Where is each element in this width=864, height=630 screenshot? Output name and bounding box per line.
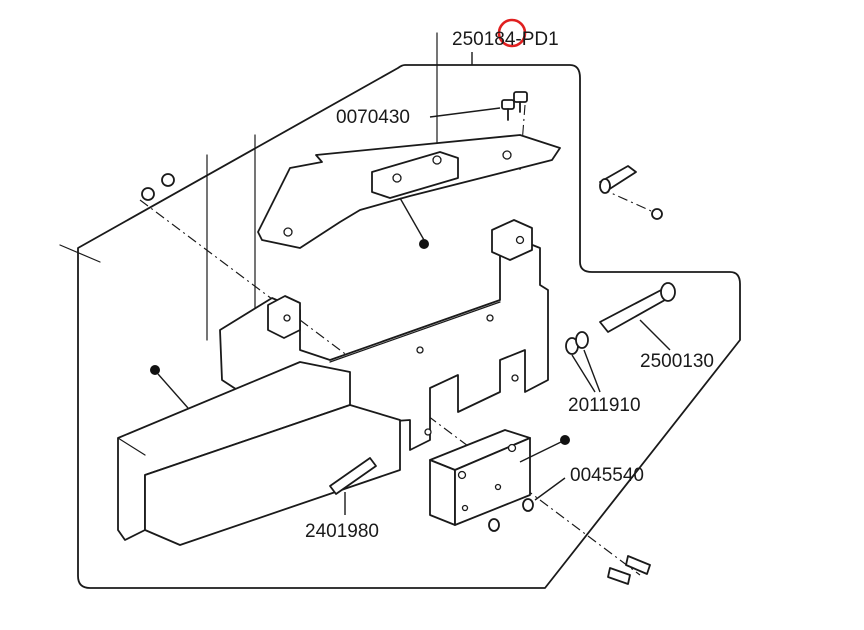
frame-hole-right <box>486 314 494 322</box>
part-label-pin-right: 2500130 <box>640 351 714 372</box>
set-screw <box>488 498 534 532</box>
frame-hole-col <box>511 374 519 382</box>
centre-line-horizontal <box>59 244 101 263</box>
lower-block-right <box>454 437 531 526</box>
bottom-screw-pair <box>607 555 651 585</box>
leader-callout-bracket <box>399 197 425 241</box>
leader-callout-frontbar <box>157 373 189 409</box>
lower-block-hole-1 <box>457 470 467 480</box>
dowel-pin <box>329 457 377 495</box>
frame-detail-line <box>329 301 501 363</box>
frame-column-hole <box>515 235 525 245</box>
lower-block-hole-2 <box>507 443 517 453</box>
frame-hole-lower <box>424 428 432 436</box>
bracket-hole-1 <box>432 155 442 165</box>
frame-column-top <box>491 219 533 261</box>
leader-screw-top <box>429 107 501 118</box>
bracket-hole-4 <box>283 227 293 237</box>
part-label-set-screw: 0045540 <box>570 465 644 486</box>
shoulder-bolt-right <box>599 165 637 194</box>
part-label-screw-top: 0070430 <box>336 107 410 128</box>
part-label-washers: 2011910 <box>568 395 641 416</box>
frame-lug-hole <box>283 314 291 322</box>
small-nut-right <box>651 208 663 220</box>
callout-dot-bracket <box>419 239 429 249</box>
left-screw-pair <box>141 173 175 201</box>
leader-set-screw <box>534 477 566 501</box>
lower-block-hole-4 <box>461 504 469 512</box>
leader-washer-1 <box>571 354 596 393</box>
bracket-hole-2 <box>392 173 402 183</box>
frame-hole-mid <box>416 346 424 354</box>
washer-pair <box>565 331 589 355</box>
front-bar-edge <box>117 437 146 456</box>
assembly-label: 250184-PD1 <box>452 29 559 50</box>
part-label-dowel-pin: 2401980 <box>305 521 379 542</box>
assembly-boundary <box>77 64 741 589</box>
lower-block-hole-3 <box>494 483 502 491</box>
pin-2500130 <box>599 282 676 333</box>
callout-dot-frontbar <box>150 365 160 375</box>
callout-dot-block <box>560 435 570 445</box>
highlight-circle <box>497 18 527 48</box>
centre-line-diagonal <box>139 199 641 576</box>
leader-pin-2500130 <box>639 319 671 351</box>
leader-callout-block <box>519 441 562 463</box>
lower-block-front <box>429 459 456 526</box>
cap-screw-pair-top <box>501 91 528 121</box>
bracket-hole-3 <box>502 150 512 160</box>
front-bar-front-face <box>144 404 401 546</box>
centre-line-right <box>599 187 661 216</box>
leader-washer-2 <box>583 349 601 393</box>
